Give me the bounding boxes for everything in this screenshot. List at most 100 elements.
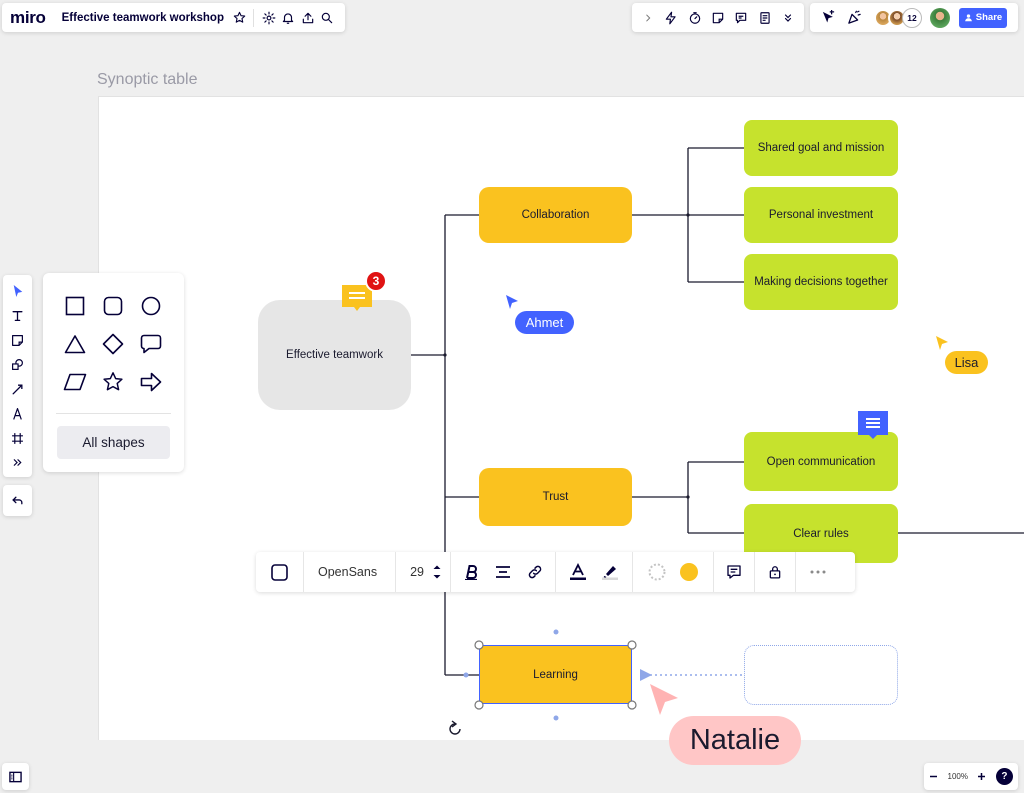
all-shapes-button[interactable]: All shapes xyxy=(57,426,170,459)
avatar[interactable] xyxy=(930,7,950,28)
square-icon[interactable] xyxy=(56,287,94,325)
more-tools-icon[interactable] xyxy=(3,451,32,476)
celebrate-icon[interactable] xyxy=(842,6,866,30)
leaf-node-personal-investment[interactable]: Personal investment xyxy=(744,187,898,243)
search-icon[interactable] xyxy=(318,6,337,30)
text-color-icon[interactable] xyxy=(562,556,594,588)
timer-icon[interactable] xyxy=(683,6,706,30)
resize-handle[interactable] xyxy=(627,640,637,650)
border-color-icon[interactable] xyxy=(641,556,673,588)
bold-icon[interactable] xyxy=(455,556,487,588)
cursor-pointer-icon xyxy=(505,294,519,310)
comment-icon[interactable] xyxy=(340,283,374,315)
highlight-icon[interactable] xyxy=(594,556,626,588)
speech-bubble-icon[interactable] xyxy=(132,325,170,363)
branch-node-trust[interactable]: Trust xyxy=(479,468,632,526)
top-left-bar: miro Effective teamwork workshop xyxy=(2,3,345,32)
branch-node-learning[interactable]: Learning xyxy=(479,645,632,704)
branch-node-collaboration[interactable]: Collaboration xyxy=(479,187,632,243)
zoom-controls: 100% ? xyxy=(924,763,1018,790)
select-icon[interactable] xyxy=(3,279,32,304)
connection-dot[interactable] xyxy=(553,715,559,721)
more-options-icon[interactable] xyxy=(802,556,834,588)
new-node-placeholder[interactable] xyxy=(744,645,898,705)
frame-icon[interactable] xyxy=(3,426,32,451)
upload-icon[interactable] xyxy=(298,6,317,30)
collaborator-count-badge[interactable]: 12 xyxy=(902,7,922,28)
cursor-arrows-icon[interactable] xyxy=(816,6,840,30)
circle-icon[interactable] xyxy=(132,287,170,325)
user-icon xyxy=(964,14,972,22)
board-panel-toggle[interactable] xyxy=(2,763,29,790)
arrow-right-icon[interactable] xyxy=(132,363,170,401)
parallelogram-icon[interactable] xyxy=(56,363,94,401)
comment-icon[interactable] xyxy=(856,409,890,441)
miro-logo[interactable]: miro xyxy=(10,7,46,27)
triangle-icon[interactable] xyxy=(56,325,94,363)
lightning-icon[interactable] xyxy=(659,6,682,30)
rotate-icon[interactable] xyxy=(449,720,461,735)
link-icon[interactable] xyxy=(519,556,551,588)
share-button[interactable]: Share xyxy=(959,7,1007,28)
mindmap-root-node[interactable]: Effective teamwork xyxy=(258,300,411,410)
share-label: Share xyxy=(975,12,1003,23)
divider xyxy=(56,413,171,414)
sticky-add-icon[interactable] xyxy=(706,6,729,30)
sidebar-icon xyxy=(9,771,22,783)
diamond-icon[interactable] xyxy=(94,325,132,363)
leaf-node-open-communication[interactable]: Open communication xyxy=(744,432,898,491)
help-button[interactable]: ? xyxy=(995,768,1013,785)
font-family-label: OpenSans xyxy=(318,565,378,579)
comment-add-icon[interactable] xyxy=(718,556,750,588)
context-toolbar: OpenSans 29 xyxy=(256,552,855,592)
cursor-pointer-icon xyxy=(648,682,680,716)
collaborator-avatars[interactable]: 12 xyxy=(874,7,922,28)
shapes-icon[interactable] xyxy=(3,353,32,378)
leaf-node-shared-goal[interactable]: Shared goal and mission xyxy=(744,120,898,176)
pen-line-icon[interactable] xyxy=(3,377,32,402)
align-center-icon[interactable] xyxy=(487,556,519,588)
frame-title[interactable]: Synoptic table xyxy=(97,71,198,88)
cursor-label-ahmet: Ahmet xyxy=(515,311,574,334)
font-size-stepper-icon[interactable] xyxy=(432,563,450,581)
fill-color-icon[interactable] xyxy=(673,556,705,588)
board-title[interactable]: Effective teamwork workshop xyxy=(61,11,224,24)
chevron-right-icon[interactable] xyxy=(636,6,659,30)
shape-type-icon[interactable] xyxy=(264,556,296,588)
font-size-control[interactable]: 29 xyxy=(396,552,451,592)
notes-icon[interactable] xyxy=(753,6,776,30)
lock-icon[interactable] xyxy=(759,556,791,588)
bell-icon[interactable] xyxy=(279,6,298,30)
top-center-bar xyxy=(632,3,804,32)
undo-icon[interactable] xyxy=(11,494,24,507)
leaf-node-making-decisions[interactable]: Making decisions together xyxy=(744,254,898,310)
settings-icon[interactable] xyxy=(259,6,278,30)
text-icon[interactable] xyxy=(3,304,32,329)
pen-icon[interactable] xyxy=(3,402,32,427)
chat-icon[interactable] xyxy=(730,6,753,30)
shapes-panel: All shapes xyxy=(43,273,184,472)
connection-dot[interactable] xyxy=(553,629,559,635)
undo-bar xyxy=(3,485,32,516)
star-icon[interactable] xyxy=(94,363,132,401)
double-chevron-down-icon[interactable] xyxy=(777,6,800,30)
zoom-level[interactable]: 100% xyxy=(947,772,968,781)
sticky-note-icon[interactable] xyxy=(3,328,32,353)
resize-handle[interactable] xyxy=(474,640,484,650)
comment-count-badge[interactable]: 3 xyxy=(365,270,387,292)
resize-handle[interactable] xyxy=(627,700,637,710)
divider xyxy=(253,8,255,27)
rounded-square-icon[interactable] xyxy=(94,287,132,325)
connection-dot[interactable] xyxy=(463,672,469,678)
cursor-label-natalie: Natalie xyxy=(669,716,801,765)
resize-handle[interactable] xyxy=(474,700,484,710)
font-size-value[interactable]: 29 xyxy=(410,565,424,579)
cursor-label-lisa: Lisa xyxy=(945,351,988,374)
font-family-select[interactable]: OpenSans xyxy=(304,552,397,592)
add-node-arrow-icon[interactable] xyxy=(640,669,652,681)
zoom-out-icon[interactable] xyxy=(929,772,938,781)
zoom-in-icon[interactable] xyxy=(977,772,986,781)
star-icon[interactable] xyxy=(230,6,249,30)
